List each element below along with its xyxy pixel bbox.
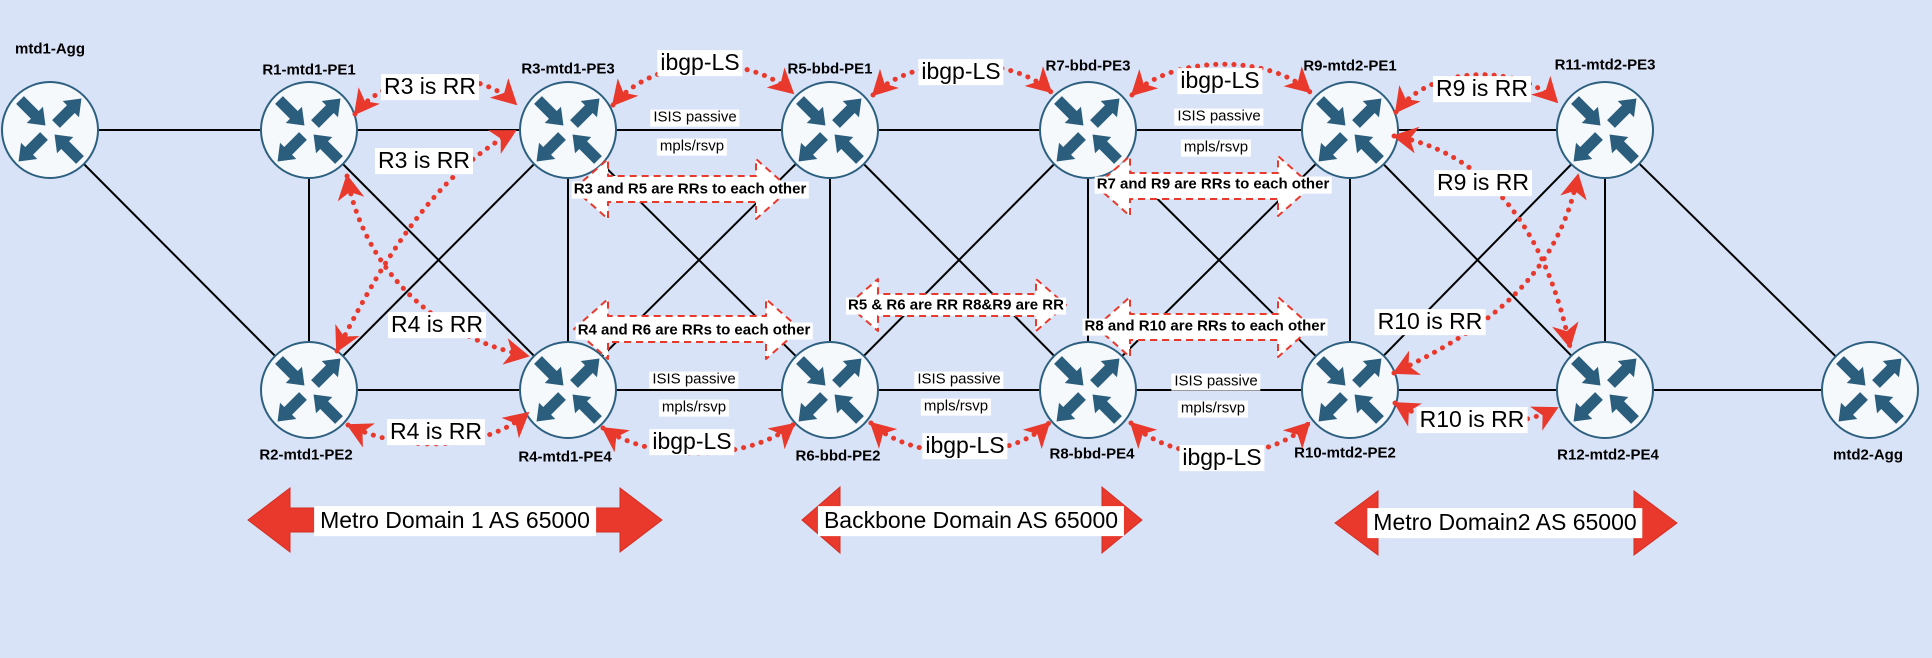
session-label-r3-is-rr-upper: R3 is RR (380, 73, 480, 100)
session-label-r9-is-rr-upper: R9 is RR (1432, 75, 1532, 102)
session-label-r3-is-rr-lower: R3 is RR (374, 147, 474, 174)
domain-label-metro2: Metro Domain2 AS 65000 (1367, 508, 1643, 538)
rr-pair-label-r3-r5: R3 and R5 are RRs to each other (571, 180, 809, 199)
isis-passive-label-r4-r6: ISIS passive (649, 371, 739, 389)
link-line (829, 129, 1089, 391)
ibgp-ls-label-r7-r9: ibgp-LS (1177, 67, 1263, 94)
router-icon-r1 (260, 81, 358, 179)
isis-passive-label-r7-r9: ISIS passive (1174, 108, 1264, 126)
router-icon-r8 (1039, 341, 1137, 439)
session-label-r4-is-rr-upper: R4 is RR (387, 311, 487, 338)
router-icon-r11 (1556, 81, 1654, 179)
router-label-r4: R4-mtd1-PE4 (518, 448, 612, 466)
router-icon-r4 (519, 341, 617, 439)
rr-pair-label-r7-r9: R7 and R9 are RRs to each other (1094, 175, 1332, 194)
ibgp-ls-label-r8-r10: ibgp-LS (1179, 444, 1265, 471)
rr-pair-label-r4-r6: R4 and R6 are RRs to each other (575, 321, 813, 340)
router-label-r9: R9-mtd2-PE1 (1303, 57, 1397, 75)
isis-passive-label-r3-r5: ISIS passive (650, 109, 740, 127)
router-label-r3: R3-mtd1-PE3 (521, 60, 615, 78)
rr-session-curve-r10-r12 (1392, 400, 1560, 431)
ibgp-ls-label-r5-r7: ibgp-LS (918, 58, 1004, 85)
router-icon-r12 (1556, 341, 1654, 439)
link-line (49, 129, 310, 391)
router-label-r5: R5-bbd-PE1 (787, 60, 873, 78)
router-label-mtd2-agg: mtd2-Agg (1833, 446, 1903, 464)
router-icon-r2 (260, 341, 358, 439)
mpls-rsvp-label-r4-r6: mpls/rsvp (658, 399, 730, 417)
mpls-rsvp-label-r8-r10: mpls/rsvp (1177, 400, 1249, 418)
link-line (1087, 129, 1351, 391)
session-label-r10-is-rr-upper: R10 is RR (1374, 308, 1486, 335)
router-label-r10: R10-mtd2-PE2 (1294, 444, 1396, 462)
domain-block-arrows (247, 485, 1678, 556)
rr-pair-label-backbone-mid: R5 & R6 are RR R8&R9 are RR (846, 296, 1066, 315)
router-label-r6: R6-bbd-PE2 (795, 447, 881, 465)
rr-pair-label-r8-r10: R8 and R10 are RRs to each other (1082, 317, 1328, 336)
ibgp-ls-label-r3-r5: ibgp-LS (657, 49, 743, 76)
rr-session-curve-r9-r11 (1393, 72, 1560, 115)
router-label-r7: R7-bbd-PE3 (1045, 57, 1131, 75)
router-label-r2: R2-mtd1-PE2 (259, 446, 353, 464)
isis-passive-label-r8-r10: ISIS passive (1171, 373, 1261, 391)
router-icon-mtd2-agg (1821, 341, 1919, 439)
router-icon-r9 (1301, 81, 1399, 179)
router-icon-r5 (781, 81, 879, 179)
router-icon-r6 (781, 341, 879, 439)
isis-passive-label-r6-r8: ISIS passive (914, 371, 1004, 389)
domain-label-metro1: Metro Domain 1 AS 65000 (314, 506, 596, 536)
ibgp-ls-label-r6-r8: ibgp-LS (922, 432, 1008, 459)
session-label-r10-is-rr-lower: R10 is RR (1416, 406, 1528, 433)
link-line (567, 129, 831, 391)
domain-label-backbone: Backbone Domain AS 65000 (817, 506, 1125, 536)
mpls-rsvp-label-r6-r8: mpls/rsvp (920, 398, 992, 416)
ibgp-ls-label-r4-r6: ibgp-LS (649, 428, 735, 455)
router-label-r1: R1-mtd1-PE1 (262, 61, 356, 79)
link-line (1604, 129, 1871, 391)
router-label-r11: R11-mtd2-PE3 (1554, 56, 1656, 74)
session-label-r4-is-rr-lower: R4 is RR (386, 418, 486, 445)
router-label-r12: R12-mtd2-PE4 (1557, 446, 1659, 464)
router-icon-mtd1-agg (1, 81, 99, 179)
session-label-r9-is-rr-lower: R9 is RR (1433, 169, 1533, 196)
router-icon-r10 (1301, 341, 1399, 439)
mpls-rsvp-label-r3-r5: mpls/rsvp (656, 138, 728, 156)
mpls-rsvp-label-r7-r9: mpls/rsvp (1180, 139, 1252, 157)
router-label-r8: R8-bbd-PE4 (1049, 445, 1135, 463)
ibgp-ls-curve-r8-r10 (1128, 420, 1312, 457)
router-label-mtd1-agg: mtd1-Agg (15, 40, 85, 58)
